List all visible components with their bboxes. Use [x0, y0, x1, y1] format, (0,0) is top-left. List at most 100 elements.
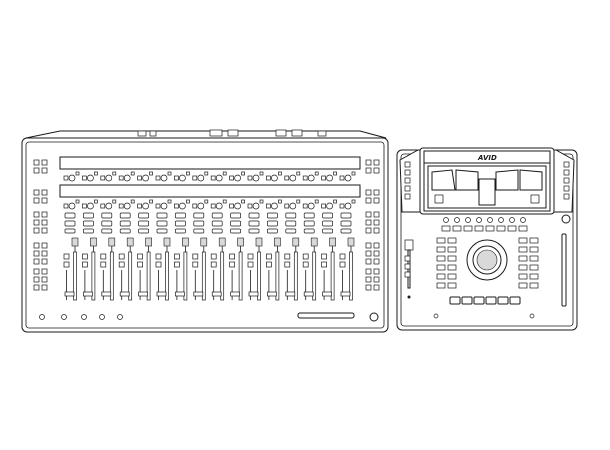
rotary-knob	[307, 174, 315, 182]
side-button	[404, 263, 411, 270]
led-button	[351, 199, 356, 204]
channel-button	[267, 228, 278, 234]
channel-button	[322, 220, 333, 227]
side-button	[365, 197, 372, 204]
rotary-knob	[326, 174, 333, 182]
mute-button	[247, 261, 254, 268]
side-button	[41, 159, 48, 166]
fader-cap	[90, 237, 97, 247]
rotary-knob	[142, 174, 149, 182]
rotary-knob	[252, 202, 260, 210]
channel-button	[193, 220, 205, 227]
select-button	[485, 225, 495, 232]
avid-logo: AVID	[477, 154, 497, 162]
label-strip	[83, 291, 93, 297]
label-strip	[211, 291, 222, 297]
led-button	[222, 199, 227, 204]
touch-strip	[561, 233, 567, 307]
transport-button	[461, 296, 473, 305]
transport-button	[485, 296, 497, 305]
channel-button	[230, 228, 241, 234]
fader-slot	[128, 251, 133, 301]
fader-module	[21, 129, 389, 333]
softkey	[455, 169, 479, 191]
channel-button	[138, 228, 149, 234]
solo-button	[100, 253, 107, 260]
solo-button	[63, 253, 70, 260]
label-strip	[303, 291, 314, 297]
channel-select-button	[155, 203, 161, 209]
master-button	[436, 255, 446, 262]
channel-select-button	[100, 203, 106, 209]
fader-cap	[200, 237, 208, 247]
led	[407, 295, 411, 299]
channel-select-button	[100, 175, 106, 181]
led-button	[296, 171, 301, 176]
channel-button	[285, 220, 297, 227]
fader-cap	[347, 237, 355, 247]
rotary-knob	[344, 202, 352, 210]
side-button	[373, 211, 380, 218]
label-strip	[230, 291, 240, 297]
fader-cap	[182, 237, 189, 247]
channel-button	[119, 212, 131, 219]
channel-button	[230, 220, 241, 227]
side-button	[41, 197, 48, 204]
mute-button	[82, 261, 88, 268]
label-strip	[119, 291, 130, 297]
encoder-knob	[520, 217, 526, 223]
fader-module-back-panel	[25, 130, 387, 139]
display-center-key	[478, 178, 496, 206]
led-button	[75, 171, 80, 176]
fader-slot	[91, 251, 96, 301]
softkey	[431, 169, 456, 191]
channel-button	[340, 228, 352, 234]
side-button	[33, 219, 40, 226]
led-button	[167, 199, 172, 204]
softkey	[519, 169, 543, 191]
solo-button	[155, 253, 162, 260]
side-button	[41, 242, 48, 249]
label-strip	[340, 291, 351, 297]
label-strip	[322, 291, 332, 297]
side-button	[41, 276, 48, 283]
channel-select-button	[339, 203, 345, 209]
connector-port	[227, 129, 239, 137]
select-button	[463, 225, 473, 232]
channel-button	[83, 220, 94, 227]
encoder-knob	[465, 217, 471, 223]
solo-button	[339, 253, 346, 260]
solo-button	[174, 253, 180, 260]
fader-slot	[257, 251, 261, 301]
side-button	[373, 227, 380, 234]
connector-port	[275, 129, 287, 137]
fader-slot	[165, 251, 169, 301]
channel-button	[211, 220, 223, 227]
channel-select-button	[118, 203, 124, 209]
side-button	[373, 268, 380, 275]
channel-select-button	[266, 175, 271, 181]
channel-button	[156, 228, 168, 234]
led-button	[186, 199, 190, 204]
master-button	[529, 273, 539, 280]
mute-button	[100, 261, 107, 268]
solo-button	[247, 253, 254, 260]
side-button	[365, 250, 372, 257]
wheel-strip	[297, 312, 355, 319]
side-button	[373, 276, 380, 283]
channel-select-button	[174, 203, 179, 209]
channel-select-button	[82, 203, 87, 209]
label-strip	[193, 291, 204, 297]
channel-button	[267, 212, 278, 219]
channel-select-button	[137, 203, 142, 209]
channel-button	[175, 220, 186, 227]
select-button	[507, 225, 517, 232]
solo-button	[82, 253, 88, 260]
solo-button	[192, 253, 199, 260]
select-button	[452, 225, 462, 232]
master-fader-cap	[404, 239, 414, 251]
rotary-knob	[307, 202, 315, 210]
channel-select-button	[155, 175, 161, 181]
channel-button	[267, 220, 278, 227]
channel-select-button	[229, 175, 234, 181]
